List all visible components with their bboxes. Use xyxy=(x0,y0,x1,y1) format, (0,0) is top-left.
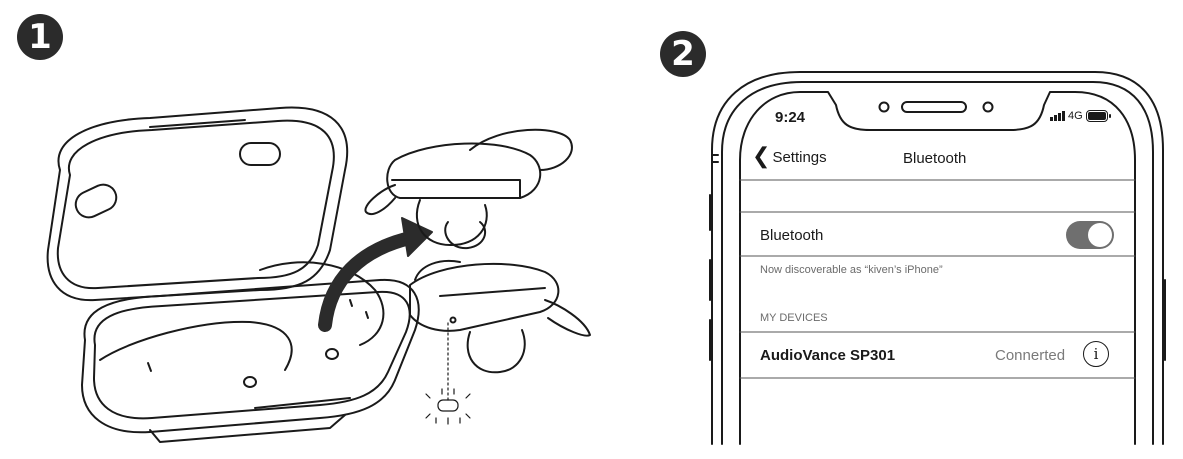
bluetooth-toggle[interactable] xyxy=(1066,221,1114,249)
device-status: Connerted xyxy=(995,347,1066,364)
battery-icon xyxy=(1085,110,1111,122)
step-1-badge: 1 xyxy=(17,14,63,60)
earbud-icon xyxy=(364,128,573,250)
arrow-icon xyxy=(318,217,433,332)
earbud-icon xyxy=(409,260,591,374)
phone-frame xyxy=(709,71,1166,445)
discoverable-text: Now discoverable as “kiven’s iPhone” xyxy=(760,264,943,276)
info-circle-icon[interactable]: i xyxy=(1083,341,1109,367)
toggle-knob xyxy=(1088,223,1112,247)
section-header: MY DEVICES xyxy=(760,312,828,324)
earbuds-case-icon xyxy=(46,106,420,443)
network-label: 4G xyxy=(1068,110,1083,122)
page-title: Bluetooth xyxy=(903,150,967,167)
signal-icon xyxy=(1050,111,1065,121)
chevron-left-icon: ❮ xyxy=(752,143,771,168)
back-label: Settings xyxy=(772,149,827,166)
step-2-badge: 2 xyxy=(660,31,706,77)
indicator-light-icon xyxy=(425,322,471,425)
status-time: 9:24 xyxy=(775,109,806,126)
bluetooth-row-label: Bluetooth xyxy=(760,227,824,244)
back-button[interactable]: ❮ Settings xyxy=(752,143,827,168)
device-name[interactable]: AudioVance SP301 xyxy=(760,347,896,364)
status-bar-right: 4G xyxy=(1050,110,1111,122)
